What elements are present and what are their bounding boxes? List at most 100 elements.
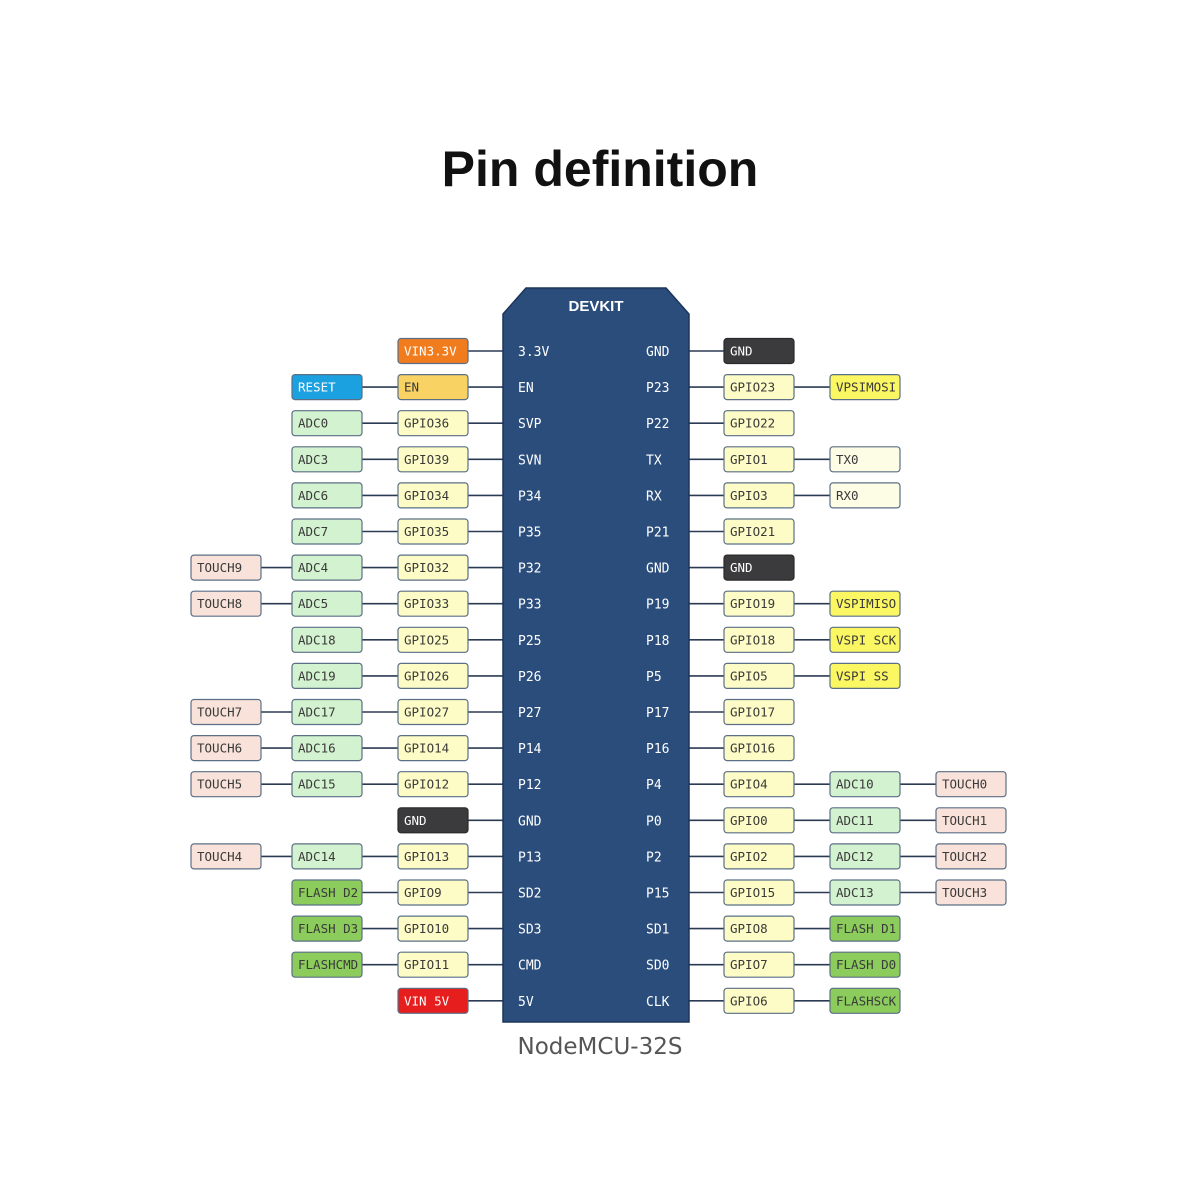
- pin-tag-gpio: GPIO12: [397, 771, 469, 798]
- pin-label-right-2: P22: [646, 417, 669, 432]
- pin-label-left-3: SVN: [518, 453, 541, 468]
- pin-tag-text: FLASH D3: [298, 921, 358, 936]
- pin-label-right-4: RX: [646, 489, 662, 504]
- pin-tag-text: GPIO33: [404, 596, 449, 611]
- pin-tag-text: GPIO16: [730, 741, 775, 756]
- board-body: [502, 287, 690, 1023]
- pin-tag-text: FLASHCMD: [298, 957, 358, 972]
- pin-tag-adc: ADC10: [829, 771, 901, 798]
- pin-tag-vspi: VSPI SCK: [829, 626, 901, 653]
- pin-label-right-14: P2: [646, 850, 662, 865]
- pin-tag-text: VSPIMISO: [836, 596, 896, 611]
- pin-tag-text: GPIO27: [404, 705, 449, 720]
- pin-label-left-10: P27: [518, 706, 541, 721]
- pin-tag-text: FLASH D0: [836, 957, 896, 972]
- board-header: DEVKIT: [568, 298, 623, 315]
- pin-tag-text: ADC18: [298, 632, 336, 647]
- pin-label-right-7: P19: [646, 598, 669, 613]
- pin-label-right-12: P4: [646, 778, 662, 793]
- pin-tag-adc: ADC11: [829, 807, 901, 834]
- pin-label-left-8: P25: [518, 634, 541, 649]
- pin-tag-text: GPIO12: [404, 777, 449, 792]
- pin-tag-uart: RX0: [829, 482, 901, 509]
- pin-tag-gnd: GND: [723, 337, 795, 365]
- pin-tag-adc: ADC19: [291, 662, 363, 690]
- pin-label-left-5: P35: [518, 526, 541, 541]
- pin-tag-flash: FLASHCMD: [291, 951, 363, 978]
- pin-tag-touch: TOUCH2: [935, 843, 1007, 870]
- pin-label-left-13: GND: [518, 814, 542, 829]
- pin-tag-text: VIN 5V: [404, 993, 450, 1008]
- pin-tag-gpio: GPIO15: [723, 879, 795, 906]
- pin-label-right-6: GND: [646, 562, 670, 577]
- pin-tag-text: FLASH D2: [298, 885, 358, 900]
- pin-tag-text: GPIO25: [404, 632, 449, 647]
- pin-tag-gpio: GPIO36: [397, 410, 469, 437]
- pin-tag-flash: FLASH D1: [829, 915, 901, 942]
- pin-tag-gpio: GPIO16: [723, 734, 795, 762]
- pin-tag-text: FLASH D1: [836, 921, 896, 936]
- pin-label-right-10: P17: [646, 706, 669, 721]
- pin-label-left-4: P34: [518, 489, 542, 504]
- pin-label-left-9: P26: [518, 670, 541, 685]
- pin-label-left-16: SD3: [518, 923, 541, 938]
- pin-tag-text: EN: [404, 380, 419, 395]
- pin-tag-adc: ADC0: [291, 410, 363, 437]
- pin-tag-gpio: GPIO1: [723, 446, 795, 473]
- pin-tag-text: GPIO8: [730, 921, 768, 936]
- pin-label-right-5: P21: [646, 526, 669, 541]
- pin-tag-adc: ADC6: [291, 482, 363, 509]
- pin-tag-gpio: GPIO10: [397, 915, 469, 942]
- pin-tag-gpio: GPIO27: [397, 698, 469, 726]
- pin-tag-text: GPIO35: [404, 524, 449, 539]
- pin-tag-text: VPSIMOSI: [836, 380, 896, 395]
- pin-tag-text: GPIO18: [730, 632, 775, 647]
- pin-tag-en: EN: [397, 374, 469, 401]
- pin-tag-text: TOUCH8: [197, 596, 242, 611]
- pin-tag-text: ADC6: [298, 488, 328, 503]
- pin-tag-gpio: GPIO9: [397, 879, 469, 906]
- pin-tag-text: ADC12: [836, 849, 874, 864]
- pin-label-left-7: P33: [518, 598, 541, 613]
- pin-tag-text: RX0: [836, 488, 859, 503]
- pin-tag-gpio: GPIO32: [397, 554, 469, 581]
- pin-tag-gpio: GPIO23: [723, 374, 795, 401]
- pin-tag-gpio: GPIO34: [397, 482, 469, 509]
- pin-tag-gpio: GPIO0: [723, 807, 795, 834]
- pin-tag-gpio: GPIO22: [723, 410, 795, 437]
- pin-tag-text: GPIO19: [730, 596, 775, 611]
- pin-tag-touch: TOUCH1: [935, 807, 1007, 834]
- pin-tag-flash: FLASH D0: [829, 951, 901, 978]
- pin-tag-text: TOUCH7: [197, 705, 242, 720]
- pin-tag-gpio: GPIO11: [397, 951, 469, 978]
- pin-tag-text: ADC19: [298, 668, 336, 683]
- pin-tag-text: TOUCH3: [942, 885, 987, 900]
- pin-tag-text: GPIO36: [404, 416, 449, 431]
- board-name: NodeMCU-32S: [517, 1034, 683, 1060]
- pin-tag-adc: ADC15: [291, 771, 363, 798]
- pin-label-right-9: P5: [646, 670, 662, 685]
- pin-label-left-14: P13: [518, 850, 541, 865]
- pin-tag-text: ADC4: [298, 560, 328, 575]
- pin-tag-vspi: VSPI SS: [829, 662, 901, 690]
- pin-tag-gpio: GPIO3: [723, 482, 795, 509]
- pin-tag-text: GPIO17: [730, 705, 775, 720]
- pin-tag-text: GPIO32: [404, 560, 449, 575]
- pin-tag-gnd: GND: [397, 807, 469, 834]
- pin-label-right-15: P15: [646, 887, 669, 902]
- pin-tag-text: TOUCH4: [197, 849, 242, 864]
- pin-label-left-11: P14: [518, 742, 542, 757]
- pin-tag-text: GPIO15: [730, 885, 775, 900]
- pin-tag-gpio: GPIO14: [397, 734, 469, 762]
- pin-tag-touch: TOUCH9: [190, 554, 262, 581]
- pin-tag-text: GPIO0: [730, 813, 768, 828]
- pin-tag-text: VIN3.3V: [404, 344, 457, 359]
- pin-tag-text: TOUCH1: [942, 813, 987, 828]
- pin-label-right-18: CLK: [646, 995, 670, 1010]
- pin-label-right-1: P23: [646, 381, 669, 396]
- pin-label-left-1: EN: [518, 381, 534, 396]
- pin-tag-gnd: GND: [723, 554, 795, 581]
- pin-label-left-6: P32: [518, 562, 541, 577]
- pin-tag-flash: FLASH D2: [291, 879, 363, 906]
